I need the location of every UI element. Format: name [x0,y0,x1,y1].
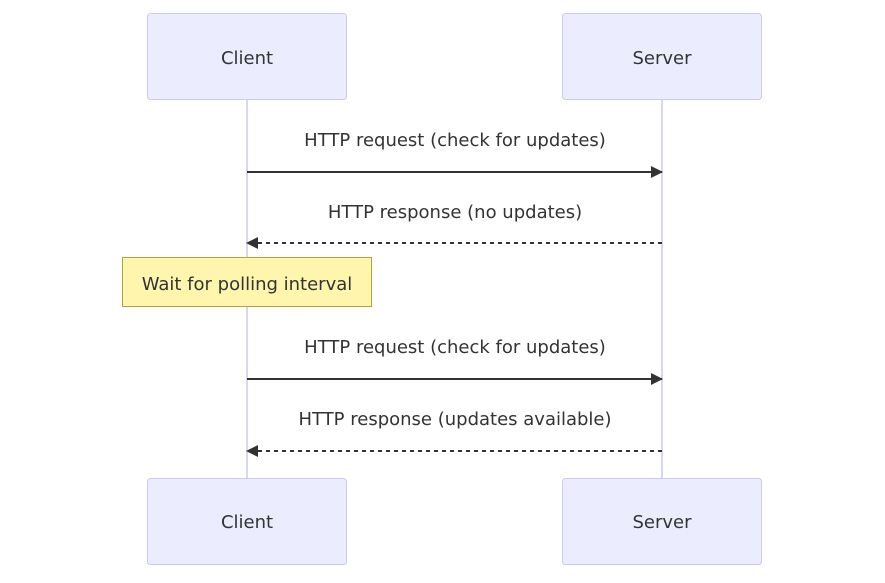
message-1-label: HTTP request (check for updates) [304,130,606,151]
note-wait: Wait for polling interval [122,257,372,307]
note-wait-label: Wait for polling interval [142,274,353,295]
message-4-label: HTTP response (updates available) [298,409,611,430]
participant-server-top-label: Server [632,48,692,69]
participant-client-bottom: Client [147,478,347,565]
participant-client-top-label: Client [221,48,273,69]
participant-server-top: Server [562,13,762,100]
message-2-label: HTTP response (no updates) [328,202,582,223]
participant-server-bottom: Server [562,478,762,565]
participant-client-top: Client [147,13,347,100]
participant-client-bottom-label: Client [221,512,273,533]
participant-server-bottom-label: Server [632,512,692,533]
message-3-label: HTTP request (check for updates) [304,337,606,358]
